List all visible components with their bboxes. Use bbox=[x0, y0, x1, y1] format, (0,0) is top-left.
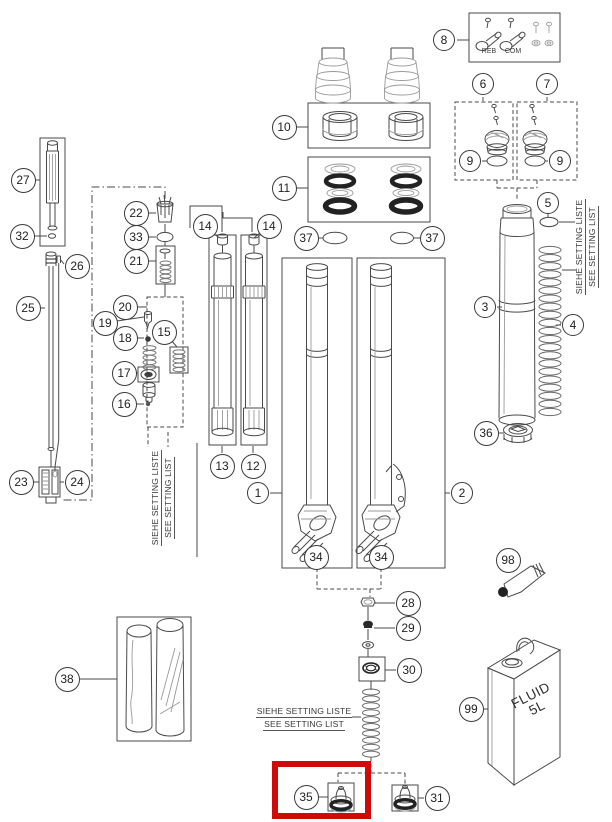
part-12-cartridge bbox=[242, 233, 266, 437]
callout-8: 8 bbox=[433, 29, 455, 51]
callout-35: 35 bbox=[293, 784, 319, 810]
callout-23: 23 bbox=[8, 469, 34, 495]
setting-note-bottom: SIEHE SETTING LISTE SEE SETTING LIST bbox=[254, 705, 354, 731]
callout-30: 30 bbox=[396, 657, 422, 683]
callout-98: 98 bbox=[495, 547, 521, 573]
callout-16: 16 bbox=[111, 391, 137, 417]
callout-37: 37 bbox=[293, 225, 319, 251]
part-31-stopper bbox=[393, 783, 417, 813]
setting-note-left: SIEHE SETTING LISTE SEE SETTING LIST bbox=[149, 442, 175, 554]
part-25-push-rod bbox=[45, 251, 57, 467]
callout-7: 7 bbox=[536, 73, 558, 95]
setting-note-de: SIEHE SETTING LISTE bbox=[255, 706, 353, 718]
callout-24: 24 bbox=[64, 469, 90, 495]
part-33-oring bbox=[156, 231, 174, 243]
callout-4: 4 bbox=[562, 314, 584, 336]
setting-note-en: SEE SETTING LIST bbox=[586, 206, 599, 288]
part-1-fork-leg-left bbox=[290, 263, 337, 564]
part-7-cap bbox=[522, 103, 548, 167]
setting-note-right: SIEHE SETTING LISTE SEE SETTING LIST bbox=[573, 191, 599, 303]
callout-3: 3 bbox=[474, 296, 496, 318]
callout-37: 37 bbox=[419, 225, 445, 251]
setting-note-en: SEE SETTING LIST bbox=[162, 457, 175, 539]
part-6-cap bbox=[484, 103, 510, 167]
callout-25: 25 bbox=[15, 295, 41, 321]
callout-32: 32 bbox=[9, 223, 35, 249]
part-98-grease-tube bbox=[498, 562, 546, 598]
callout-21: 21 bbox=[123, 248, 149, 274]
part-17-cup bbox=[142, 382, 156, 403]
callout-18: 18 bbox=[112, 325, 138, 351]
part-8-adjuster-kit bbox=[475, 17, 554, 51]
callout-99: 99 bbox=[458, 696, 484, 722]
callout-29: 29 bbox=[395, 615, 421, 641]
part-5-oring bbox=[539, 216, 559, 228]
leader-lines bbox=[33, 39, 576, 799]
target-highlight-part-35 bbox=[272, 761, 371, 819]
dashed-connectors bbox=[146, 101, 578, 784]
reb-label: REB bbox=[481, 48, 497, 55]
part-36-cap bbox=[503, 423, 533, 443]
part-11-seal-kit bbox=[325, 164, 421, 212]
com-label: COM bbox=[504, 48, 522, 55]
part-38-protectors bbox=[125, 618, 185, 737]
callout-12: 12 bbox=[240, 453, 266, 479]
callout-10: 10 bbox=[271, 114, 297, 140]
callout-26: 26 bbox=[64, 253, 90, 279]
part-27-rod bbox=[46, 140, 59, 231]
callout-1: 1 bbox=[247, 482, 269, 504]
part-18-ball bbox=[145, 336, 151, 342]
callout-17: 17 bbox=[111, 360, 137, 386]
callout-14: 14 bbox=[192, 213, 218, 239]
part-2-fork-leg-right bbox=[354, 263, 406, 564]
callout-15: 15 bbox=[151, 319, 177, 345]
setting-note-en: SEE SETTING LIST bbox=[263, 719, 345, 731]
part-16-screw bbox=[145, 400, 151, 407]
callout-5: 5 bbox=[537, 192, 559, 214]
callout-34: 34 bbox=[303, 544, 329, 570]
callout-38: 38 bbox=[54, 666, 80, 692]
dust-bellows bbox=[315, 47, 420, 104]
setting-note-de: SIEHE SETTING LISTE bbox=[149, 449, 162, 547]
part-10-bushings bbox=[322, 111, 424, 141]
callout-31: 31 bbox=[424, 785, 450, 811]
callout-20: 20 bbox=[112, 294, 138, 320]
part-19-needle bbox=[144, 311, 152, 330]
part-30-knurled-nut bbox=[362, 662, 380, 674]
callout-14: 14 bbox=[256, 213, 282, 239]
setting-note-de: SIEHE SETTING LISTE bbox=[573, 198, 586, 296]
part-37-rings bbox=[322, 231, 414, 245]
callout-2: 2 bbox=[451, 482, 473, 504]
callout-28: 28 bbox=[395, 590, 421, 616]
part-22-fitting bbox=[156, 194, 174, 223]
part-13-cartridge bbox=[211, 233, 234, 437]
callout-9: 9 bbox=[549, 150, 571, 172]
part-99-fluid-can bbox=[486, 637, 562, 787]
callout-6: 6 bbox=[472, 73, 494, 95]
callout-22: 22 bbox=[123, 200, 149, 226]
part-29-nut bbox=[363, 620, 373, 628]
callout-9: 9 bbox=[459, 150, 481, 172]
callout-34: 34 bbox=[368, 544, 394, 570]
part-17-adjuster bbox=[140, 369, 157, 380]
callout-33: 33 bbox=[123, 224, 149, 250]
washer bbox=[362, 641, 374, 649]
callout-27: 27 bbox=[10, 167, 36, 193]
part-23-24-assembly bbox=[41, 467, 59, 495]
callout-36: 36 bbox=[473, 420, 499, 446]
coil-springs bbox=[142, 245, 562, 758]
part-28-nut bbox=[360, 597, 376, 607]
callout-19: 19 bbox=[92, 310, 118, 336]
part-3-outer-tube bbox=[498, 204, 536, 426]
callout-13: 13 bbox=[209, 453, 235, 479]
callout-11: 11 bbox=[271, 175, 297, 201]
part-32-oring bbox=[47, 233, 57, 239]
dashdot-frame bbox=[61, 186, 166, 501]
part-21-plunger-spring bbox=[159, 248, 171, 259]
part-26-rod bbox=[54, 255, 61, 468]
